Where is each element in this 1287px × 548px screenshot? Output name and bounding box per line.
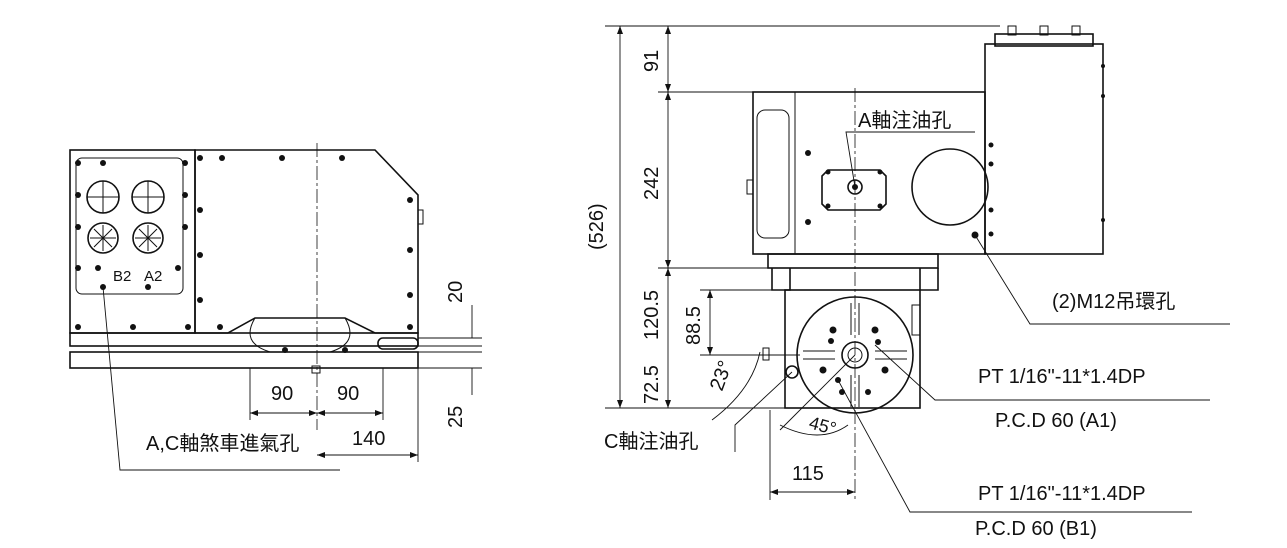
air-fitting (311, 365, 321, 374)
side-window (756, 109, 790, 239)
t-slots (803, 303, 907, 407)
right-vertical-dimensions (605, 25, 1000, 409)
m12-leader (974, 234, 1230, 325)
label-pt-b1: PT 1/16"-11*1.4DP (978, 483, 1146, 505)
base-transition (249, 317, 351, 353)
main-body-outline (194, 149, 419, 334)
dim-90-right: 90 (337, 383, 359, 405)
c-oil-leader (734, 371, 793, 452)
connector-star-b2 (87, 222, 119, 254)
side-fitting (417, 209, 424, 225)
angle-45-arc (779, 424, 849, 436)
bolt-dots-left (75, 155, 413, 353)
left-view: B2 A2 (69, 143, 482, 471)
a-axis-oil-plate (821, 169, 887, 211)
left-bottom-dimensions (249, 368, 419, 462)
table-nipple (762, 347, 770, 361)
dim-90-left: 90 (271, 383, 293, 405)
rotary-body (784, 289, 921, 409)
side-nipple (746, 179, 754, 195)
dim-88-5: 88.5 (683, 306, 705, 345)
angle-23: 23° (706, 358, 737, 394)
dim-115-lines (769, 410, 855, 500)
dim-20: 20 (445, 281, 467, 303)
right-view: (526) 91 242 120.5 88.5 72.5 23° 45° 115… (586, 25, 1230, 540)
lower-base-plate (69, 351, 419, 369)
dim-25: 25 (445, 406, 467, 428)
dim-115: 115 (792, 463, 824, 485)
dim-242: 242 (641, 167, 663, 200)
label-pt-a1: PT 1/16"-11*1.4DP (978, 366, 1146, 388)
label-m12-lifting-hole: (2)M12吊環孔 (1052, 290, 1175, 313)
label-brake-air-hole: A,C軸煞車進氣孔 (146, 432, 299, 455)
label-a-axis-oil-hole: A軸注油孔 (858, 109, 951, 132)
motor-circle (911, 148, 989, 226)
label-b2: B2 (113, 268, 131, 285)
dim-526: (526) (586, 203, 608, 250)
motor-terminals (1007, 25, 1081, 36)
connector-circle-1 (86, 180, 120, 214)
neck-plate (767, 253, 939, 269)
label-c-axis-oil-hole: C軸注油孔 (604, 430, 698, 453)
upper-base-plate (69, 332, 419, 347)
angle-23-arc (711, 351, 761, 421)
left-side-dimensions (418, 305, 482, 395)
dim-120-5: 120.5 (641, 290, 663, 340)
label-pcd-b1: P.C.D 60 (B1) (975, 518, 1097, 540)
label-a2: A2 (144, 268, 162, 285)
angle-45-ray (779, 354, 856, 431)
connector-star-a2 (132, 222, 164, 254)
dim-72-5: 72.5 (641, 365, 663, 404)
side-connector (911, 304, 921, 336)
dim-91: 91 (641, 50, 663, 72)
pt-a1-leader (874, 344, 1210, 401)
a-oil-leader (845, 131, 975, 188)
dim-140: 140 (352, 428, 385, 450)
label-pcd-a1: P.C.D 60 (A1) (995, 410, 1117, 432)
bolt-dots-right (805, 64, 1105, 395)
motor-housing (984, 43, 1104, 255)
foot-slot (377, 337, 419, 350)
pt-b1-leader (837, 379, 1192, 513)
motor-cap (994, 33, 1094, 47)
connector-circle-2 (131, 180, 165, 214)
brake-air-leader (102, 286, 340, 471)
c-axis-oil-port (785, 365, 799, 379)
